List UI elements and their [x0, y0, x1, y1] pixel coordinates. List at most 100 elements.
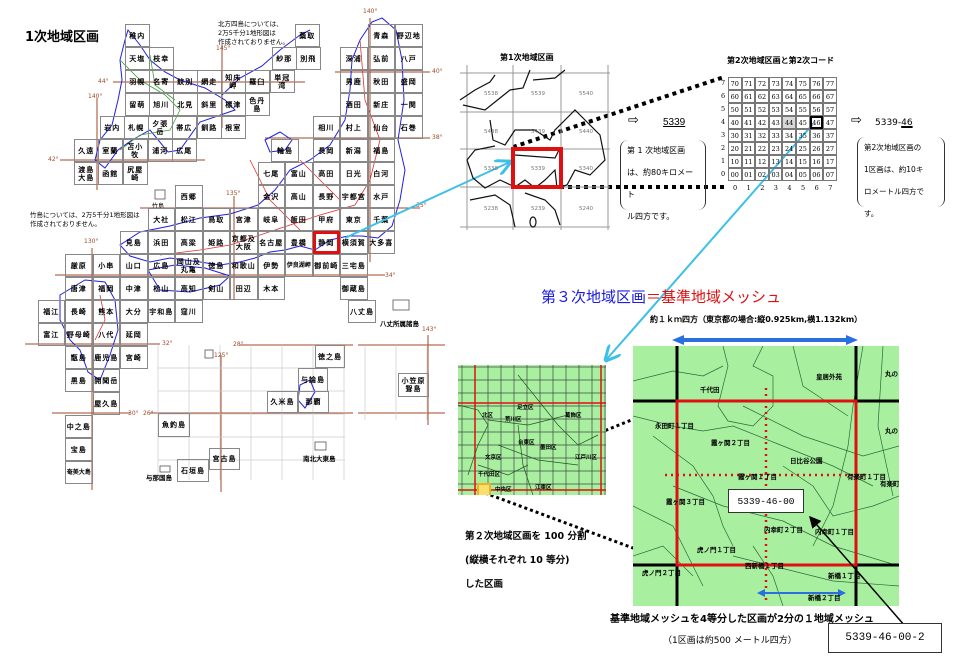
- map-sheet-cell: 大分: [120, 300, 148, 323]
- map-sheet-cell: 大社: [147, 208, 175, 231]
- map-sheet-cell: 御蔵島: [340, 277, 368, 300]
- map-sheet-cell: 色丹島: [245, 93, 270, 116]
- second-mesh-cell: 22: [755, 142, 769, 155]
- second-mesh-cell: 00: [728, 168, 742, 181]
- island-inset-box: [159, 465, 171, 473]
- subprefecture-boundary: [119, 59, 181, 151]
- map-sheet-cell: 野母崎: [65, 323, 93, 346]
- coastline: [264, 131, 293, 153]
- row-axis-label: 5: [721, 105, 726, 113]
- degree-label: 28°: [233, 341, 244, 348]
- town-label: 西新橋１丁目: [745, 562, 784, 570]
- row-axis-label: 0: [721, 170, 726, 178]
- degree-label: 35°: [416, 202, 427, 209]
- row-axis-label: 6: [721, 92, 726, 100]
- col-axis-label: 7: [828, 184, 833, 192]
- map-sheet-cell: 延岡: [120, 323, 148, 346]
- map-sheet-cell: 黒島: [65, 369, 93, 392]
- map-sheet-cell: 開聞岳: [92, 369, 120, 392]
- degree-label: 143°: [422, 326, 437, 333]
- town-label: 日比谷公園: [790, 457, 823, 465]
- second-mesh-cell: 54: [782, 103, 796, 116]
- degree-label: 38°: [432, 134, 443, 141]
- second-mesh-description: 第2次地域区画の 1区画は、約10キ ロメートル四方です。: [857, 137, 945, 218]
- map-sheet-cell: 八丈島: [348, 300, 376, 323]
- col-axis-label: 0: [733, 184, 738, 192]
- first-mesh-code-label: 5240: [579, 206, 593, 212]
- map-sheet-cell: 小笠原 聟島: [398, 373, 429, 397]
- map-sheet-cell: 見島: [120, 231, 148, 254]
- second-mesh-cell: 20: [728, 142, 742, 155]
- degree-label: 145°: [216, 45, 231, 52]
- island-inset-box: [204, 349, 214, 359]
- map-sheet-cell: 高山: [285, 185, 313, 208]
- map-sheet-cell: 松山: [147, 277, 175, 300]
- col-axis-label: 6: [814, 184, 819, 192]
- map-sheet-cell: 和歌山: [230, 254, 258, 277]
- second-mesh-cell: 13: [768, 155, 783, 168]
- second-mesh-cell: 77: [823, 77, 837, 90]
- second-mesh-cell: 01: [741, 168, 756, 181]
- map-sheet-cell: 豊橋: [285, 231, 313, 254]
- link-line-1: [344, 162, 510, 239]
- map-sheet-cell: 魚釣島: [158, 413, 190, 437]
- row-axis-label: 3: [721, 131, 726, 139]
- second-mesh-cell: 71: [741, 77, 756, 90]
- second-mesh-cell: 40: [728, 116, 742, 129]
- second-mesh-cell: 12: [755, 155, 769, 168]
- map-sheet-cell: 宇都宮: [340, 185, 368, 208]
- map-sheet-cell: 三宅島: [340, 254, 368, 277]
- selected-map-sheet-cell: 静岡: [312, 231, 340, 254]
- map-sheet-cell: 宮古島: [209, 448, 240, 470]
- second-mesh-cell: 64: [782, 90, 796, 103]
- map-sheet-cell: 伊勢: [257, 254, 285, 277]
- second-mesh-cell: 55: [796, 103, 810, 116]
- row-axis-label: 1: [721, 157, 726, 165]
- page-title: 1次地域区画: [25, 30, 100, 45]
- degree-label: 32°: [162, 340, 173, 347]
- map-sheet-cell: 羅臼: [245, 70, 270, 93]
- prefecture-boundary: [94, 294, 106, 341]
- map-sheet-cell: 徳之島: [315, 345, 345, 368]
- map-sheet-cell: 大多喜: [367, 231, 395, 254]
- subprefecture-boundary: [149, 54, 176, 101]
- second-mesh-cell: 21: [741, 142, 756, 155]
- second-mesh-cell: 03: [768, 168, 783, 181]
- map-sheet-cell: 七尾: [257, 162, 285, 185]
- map-sheet-cell: 京都及 大阪: [230, 231, 258, 254]
- coastline: [221, 29, 311, 96]
- map-sheet-cell: 山口: [120, 254, 148, 277]
- half-width-double-arrow-icon: [757, 589, 846, 597]
- second-mesh-cell: 52: [755, 103, 769, 116]
- ward-label: 文京区: [485, 455, 502, 461]
- second-mesh-cell: 24: [782, 142, 796, 155]
- ward-label: 台東区: [518, 440, 535, 446]
- map-sheet-cell: 富江: [37, 323, 65, 346]
- second-mesh-cell: 16: [809, 155, 824, 168]
- town-label: 霞ヶ関１丁目: [738, 473, 777, 481]
- town-label: 霞ヶ関３丁目: [666, 498, 705, 506]
- second-mesh-cell: 33: [768, 129, 783, 142]
- first-mesh-code-label: 5238: [484, 206, 498, 212]
- second-mesh-cell: 50: [728, 103, 742, 116]
- coastline: [94, 28, 236, 169]
- map-sheet-cell: 室蘭: [98, 139, 123, 162]
- map-sheet-cell: 相川: [312, 116, 340, 139]
- ward-label: 江戸川区: [575, 455, 598, 461]
- map-sheet-cell: 別飛: [296, 47, 321, 70]
- map-sheet-cell: 名古屋: [257, 231, 285, 254]
- map-sheet-cell: 鹿児島: [92, 346, 120, 369]
- first-mesh-code-label: 5540: [579, 91, 593, 97]
- first-mesh-code-label: 5438: [484, 129, 498, 135]
- second-mesh-cell: 34: [782, 129, 796, 142]
- daito-label: 南北大東島: [303, 455, 336, 463]
- town-label: 霞ヶ関２丁目: [711, 439, 750, 447]
- second-mesh-cell: 35: [796, 129, 810, 142]
- degree-label: 140°: [88, 93, 103, 100]
- map-sheet-cell: 奄美大島: [65, 461, 93, 484]
- second-mesh-cell: 10: [728, 155, 742, 168]
- first-mesh-code-label: 5539: [531, 91, 545, 97]
- map-sheet-cell: 尻屋崎: [123, 162, 148, 185]
- first-mesh-code-label: 5439: [531, 129, 545, 135]
- second-mesh-cell: 43: [768, 116, 783, 129]
